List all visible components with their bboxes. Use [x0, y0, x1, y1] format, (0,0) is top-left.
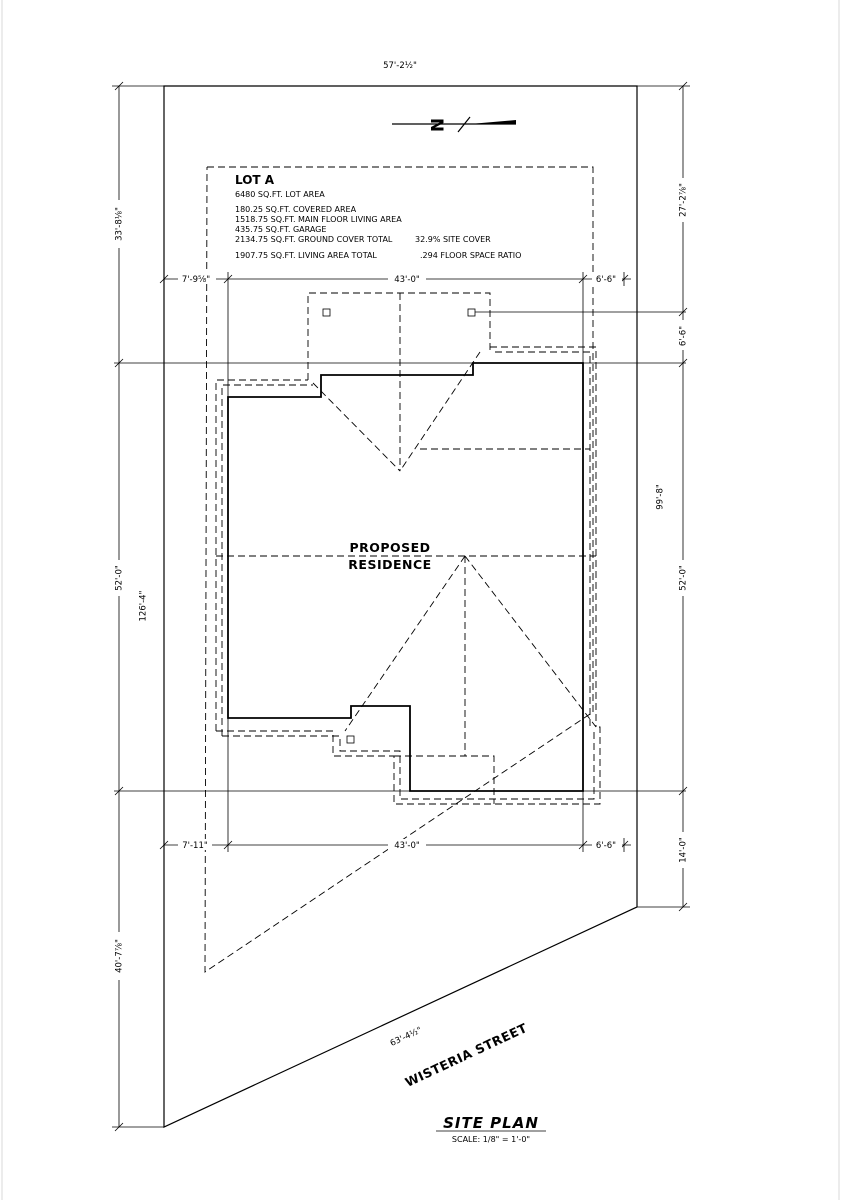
main-floor-area: 1518.75 SQ.FT. MAIN FLOOR LIVING AREA — [235, 215, 402, 224]
street-frontage-label: 63'-4½" — [389, 1025, 424, 1048]
ground-cover-total: 2134.75 SQ.FT. GROUND COVER TOTAL — [235, 235, 393, 244]
top-house-width-label: 43'-0" — [394, 275, 420, 285]
right-top-label: 27'-2⅞" — [679, 183, 689, 217]
top-setback-dimension — [159, 272, 631, 397]
site-cover: 32.9% SITE COVER — [415, 235, 491, 244]
drawing-scale: SCALE: 1/8" = 1'-0" — [452, 1135, 530, 1144]
covered-area: 180.25 SQ.FT. COVERED AREA — [235, 205, 357, 214]
garage-area: 435.75 SQ.FT. GARAGE — [235, 225, 326, 234]
left-total-label: 126'-4" — [139, 590, 149, 621]
post-marker — [346, 735, 355, 744]
house-footprint — [227, 362, 584, 792]
post-marker — [467, 308, 476, 317]
right-dimension-chain — [637, 81, 690, 912]
building-label-line2: RESIDENCE — [348, 557, 431, 572]
setback-envelope — [204, 166, 594, 973]
top-right-setback-label: 6'-6" — [596, 275, 616, 285]
bottom-house-width-label: 43'-0" — [394, 841, 420, 851]
drawing-title: SITE PLAN — [443, 1114, 539, 1132]
lot-info-block: LOT A 6480 SQ.FT. LOT AREA 180.25 SQ.FT.… — [235, 173, 521, 260]
bottom-left-setback-label: 7'-11" — [182, 841, 208, 851]
north-arrow: N — [392, 116, 516, 133]
top-left-setback-label: 7'-9⅝" — [182, 275, 210, 285]
bottom-right-setback-label: 6'-6" — [596, 841, 616, 851]
living-area-total: 1907.75 SQ.FT. LIVING AREA TOTAL — [235, 251, 377, 260]
bottom-setback-dimension — [159, 718, 631, 852]
right-bottom-label: 14'-0" — [679, 837, 689, 863]
north-arrow-letter: N — [426, 118, 446, 132]
post-marker — [322, 308, 331, 317]
lot-title: LOT A — [235, 173, 275, 187]
right-gap-label: 6'-6" — [679, 326, 689, 346]
left-top-label: 33'-8⅛" — [115, 207, 125, 241]
top-width-label: 57'-2½" — [383, 61, 417, 71]
right-house-label: 52'-0" — [679, 565, 689, 591]
left-bottom-label: 40'-7⅞" — [115, 939, 125, 973]
left-house-label: 52'-0" — [115, 565, 125, 591]
street-name-label: WISTERIA STREET — [403, 1020, 530, 1090]
floor-space-ratio: .294 FLOOR SPACE RATIO — [420, 251, 521, 260]
roof-outline — [215, 292, 601, 805]
lot-area: 6480 SQ.FT. LOT AREA — [235, 190, 325, 199]
building-label-line1: PROPOSED — [349, 540, 430, 555]
right-total-label: 99'-8" — [656, 484, 666, 510]
